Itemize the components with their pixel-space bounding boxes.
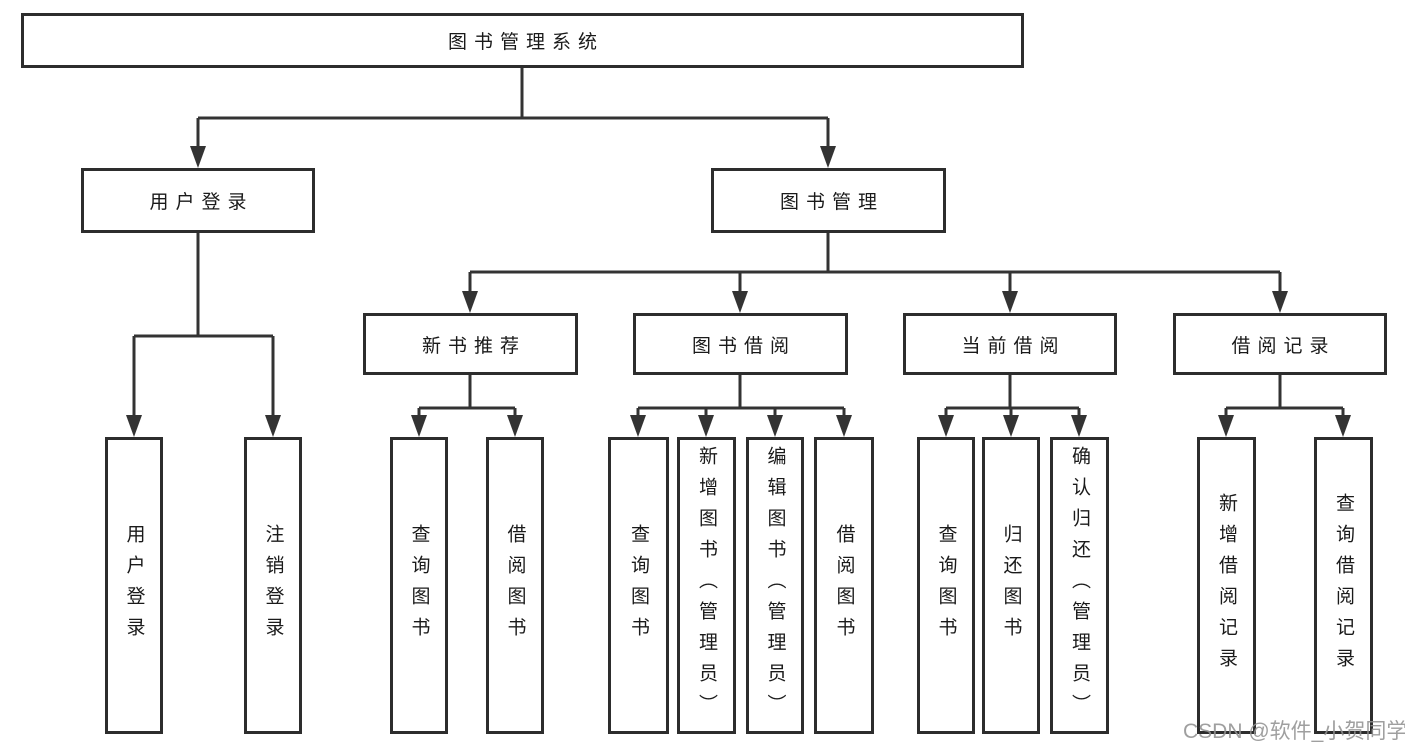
arrowhead-icon [462,291,478,313]
leaf-add-books: 新增图书（管理员） [677,437,736,734]
leaf-query-books-1: 查询图书 [390,437,448,734]
leaf-query-books-3: 查询图书 [917,437,975,734]
arrowhead-icon [1002,291,1018,313]
arrowhead-icon [630,415,646,437]
arrowhead-icon [732,291,748,313]
leaf-label: 借阅图书 [833,523,855,648]
arrowhead-icons [126,146,1351,437]
arrowhead-icon [126,415,142,437]
leaf-borrow-books-1: 借阅图书 [486,437,544,734]
arrowhead-icon [1071,415,1087,437]
arrowhead-icon [1218,415,1234,437]
leaf-label: 编辑图书（管理员） [764,446,786,725]
leaf-label: 归还图书 [1000,523,1022,648]
leaf-label: 借阅图书 [504,523,526,648]
node-user-login: 用户登录 [81,168,315,233]
leaf-label: 用户登录 [123,523,145,648]
arrowhead-icon [1335,415,1351,437]
node-book-mgmt: 图书管理 [711,168,946,233]
leaf-add-borrow-record: 新增借阅记录 [1197,437,1256,734]
leaf-query-books-2: 查询图书 [608,437,669,734]
leaf-label: 查询借阅记录 [1333,492,1354,679]
node-book-borrow: 图书借阅 [633,313,848,375]
leaf-query-borrow-record: 查询借阅记录 [1314,437,1373,734]
leaf-confirm-return: 确认归还（管理员） [1050,437,1109,734]
leaf-borrow-books-2: 借阅图书 [814,437,874,734]
arrowhead-icon [698,415,714,437]
arrowhead-icon [265,415,281,437]
arrowhead-icon [836,415,852,437]
leaf-user-login: 用户登录 [105,437,163,734]
arrowhead-icon [820,146,836,168]
leaf-return-books: 归还图书 [982,437,1040,734]
leaf-label: 确认归还（管理员） [1069,446,1090,725]
connector-segments [132,68,1345,417]
watermark: CSDN @软件_小贺同学 [1183,720,1405,743]
node-current-borrow: 当前借阅 [903,313,1117,375]
leaf-label: 查询图书 [628,523,649,648]
arrowhead-icon [190,146,206,168]
arrowhead-icon [1272,291,1288,313]
leaf-logout: 注销登录 [244,437,302,734]
node-root: 图书管理系统 [21,13,1024,68]
leaf-label: 注销登录 [262,523,284,648]
node-new-book-rec: 新书推荐 [363,313,578,375]
leaf-label: 新增图书（管理员） [696,446,717,725]
leaf-label: 新增借阅记录 [1216,492,1237,679]
arrowhead-icon [938,415,954,437]
arrowhead-icon [1003,415,1019,437]
leaf-label: 查询图书 [408,523,430,648]
leaf-edit-books: 编辑图书（管理员） [746,437,804,734]
node-borrow-records: 借阅记录 [1173,313,1387,375]
arrowhead-icon [507,415,523,437]
arrowhead-icon [767,415,783,437]
arrowhead-icon [411,415,427,437]
leaf-label: 查询图书 [935,523,957,648]
